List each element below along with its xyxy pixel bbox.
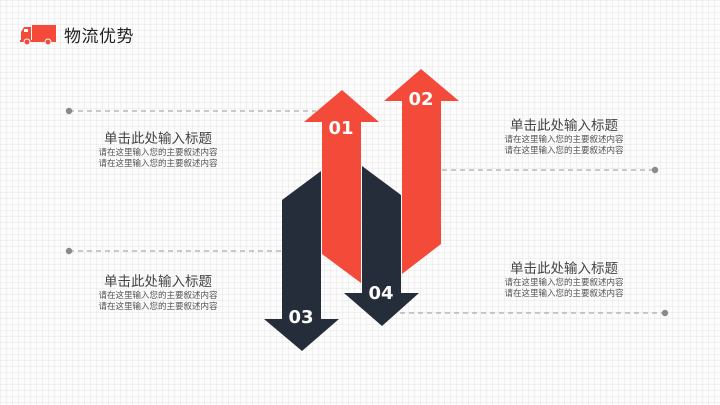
arrow-label-01: 01 bbox=[328, 118, 353, 139]
item-desc[interactable]: 请在这里输入您的主要叙述内容 bbox=[504, 278, 624, 288]
page-title: 物流优势 bbox=[64, 27, 134, 47]
down-arrow-03 bbox=[264, 171, 339, 351]
leader-dot-01 bbox=[65, 107, 73, 115]
down-arrow-04 bbox=[344, 166, 419, 326]
item-title[interactable]: 单击此处输入标题 bbox=[104, 131, 212, 147]
item-block-01[interactable]: 单击此处输入标题 请在这里输入您的主要叙述内容 请在这里输入您的主要叙述内容 bbox=[78, 131, 238, 169]
arrow-label-04: 04 bbox=[368, 283, 393, 304]
item-title[interactable]: 单击此处输入标题 bbox=[510, 261, 618, 277]
leader-dot-03 bbox=[65, 247, 73, 255]
item-desc[interactable]: 请在这里输入您的主要叙述内容 bbox=[98, 291, 218, 301]
item-desc[interactable]: 请在这里输入您的主要叙述内容 bbox=[98, 158, 218, 169]
item-desc[interactable]: 请在这里输入您的主要叙述内容 bbox=[98, 148, 218, 158]
item-title[interactable]: 单击此处输入标题 bbox=[104, 274, 212, 290]
truck-icon bbox=[20, 24, 56, 45]
item-desc[interactable]: 请在这里输入您的主要叙述内容 bbox=[504, 145, 624, 156]
item-desc[interactable]: 请在这里输入您的主要叙述内容 bbox=[504, 135, 624, 145]
arrow-label-03: 03 bbox=[288, 307, 313, 328]
item-block-03[interactable]: 单击此处输入标题 请在这里输入您的主要叙述内容 请在这里输入您的主要叙述内容 bbox=[78, 274, 238, 312]
item-title[interactable]: 单击此处输入标题 bbox=[510, 118, 618, 134]
item-block-02[interactable]: 单击此处输入标题 请在这里输入您的主要叙述内容 请在这里输入您的主要叙述内容 bbox=[484, 118, 644, 156]
leader-dot-04 bbox=[661, 309, 669, 317]
slide-header: 物流优势 bbox=[20, 22, 134, 47]
leader-dot-02 bbox=[651, 166, 659, 174]
up-arrow-01 bbox=[304, 90, 379, 283]
item-desc[interactable]: 请在这里输入您的主要叙述内容 bbox=[504, 288, 624, 299]
arrow-label-02: 02 bbox=[408, 89, 433, 110]
item-block-04[interactable]: 单击此处输入标题 请在这里输入您的主要叙述内容 请在这里输入您的主要叙述内容 bbox=[484, 261, 644, 299]
up-arrow-02 bbox=[384, 69, 459, 274]
item-desc[interactable]: 请在这里输入您的主要叙述内容 bbox=[98, 301, 218, 312]
